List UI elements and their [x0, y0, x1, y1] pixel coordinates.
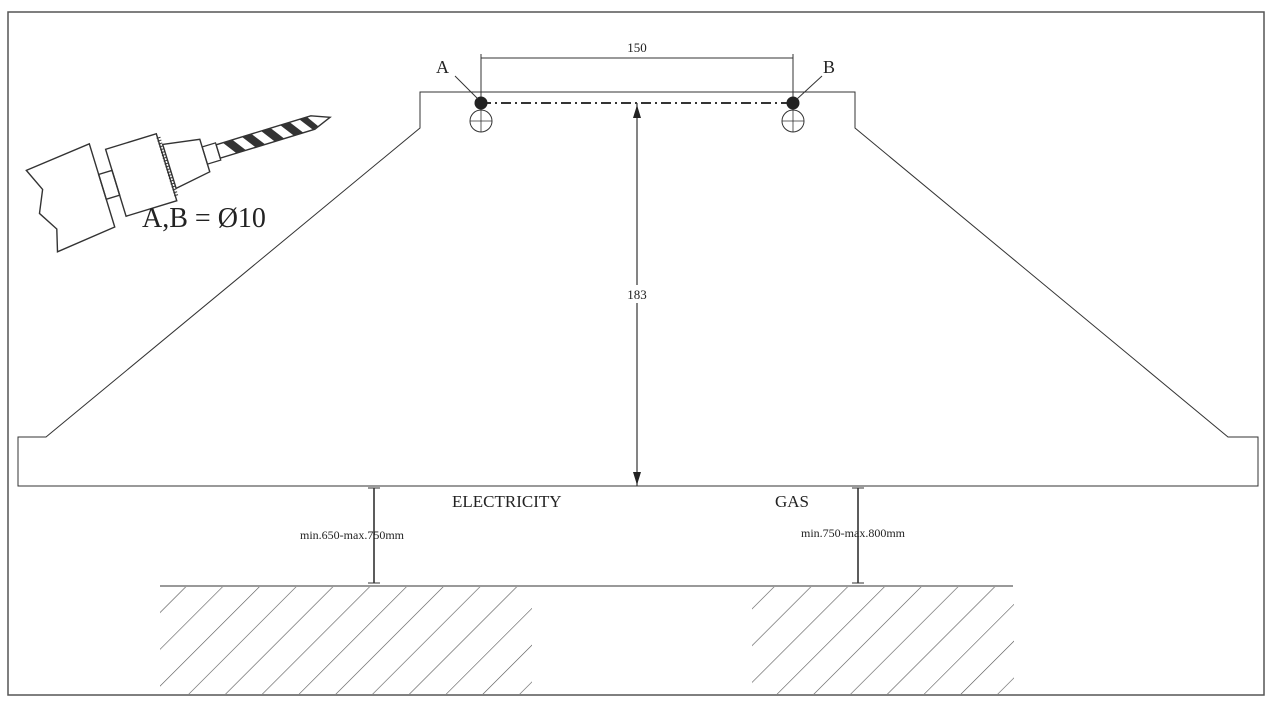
electricity-height-label: min.650-max.750mm — [300, 528, 405, 542]
gas-height-marker: min.750-max.800mm — [801, 487, 906, 584]
height-dimension-value: 183 — [627, 287, 647, 302]
electric-cooker-hatch — [160, 587, 532, 694]
gas-label: GAS — [775, 492, 809, 511]
hole-a-label: A — [436, 57, 449, 77]
height-dimension: 183 — [624, 103, 650, 486]
hole-a: A — [436, 57, 493, 133]
hole-b: B — [781, 57, 835, 133]
hole-b-label: B — [823, 57, 835, 77]
gas-cooker-hatch — [752, 587, 1014, 694]
electricity-height-marker: min.650-max.750mm — [300, 487, 405, 584]
electricity-label: ELECTRICITY — [452, 492, 562, 511]
diagram-frame — [7, 11, 1265, 696]
gas-height-label: min.750-max.800mm — [801, 526, 906, 540]
hood-outline — [17, 91, 1259, 487]
width-dimension-value: 150 — [627, 40, 647, 55]
hole-diameter-label: A,B = Ø10 — [142, 203, 266, 234]
width-dimension: 150 — [480, 40, 794, 103]
drill-icon — [25, 115, 332, 253]
